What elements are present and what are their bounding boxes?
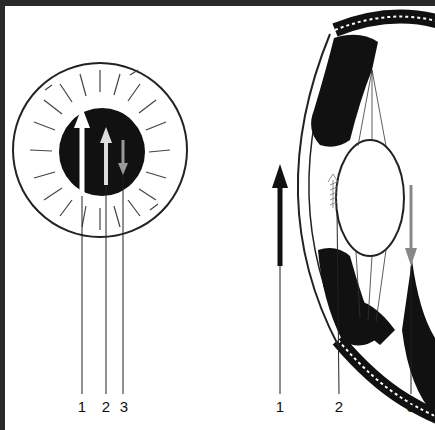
callout-number: 1 xyxy=(78,399,86,414)
frame-edge xyxy=(0,0,435,6)
eye-section xyxy=(272,17,435,420)
leader-line xyxy=(280,210,411,394)
frame-edge xyxy=(0,0,5,430)
iris-marks xyxy=(30,70,170,230)
pupil xyxy=(59,108,145,196)
eye-outline xyxy=(13,63,187,237)
callout-number: 3 xyxy=(120,399,128,414)
callout-number: 2 xyxy=(102,399,110,414)
callout-number: 1 xyxy=(276,399,284,414)
callout-number: 3 xyxy=(407,399,415,414)
callout-number: 2 xyxy=(335,399,343,414)
purkinje-arrow xyxy=(74,107,128,196)
leader-line xyxy=(82,175,123,394)
